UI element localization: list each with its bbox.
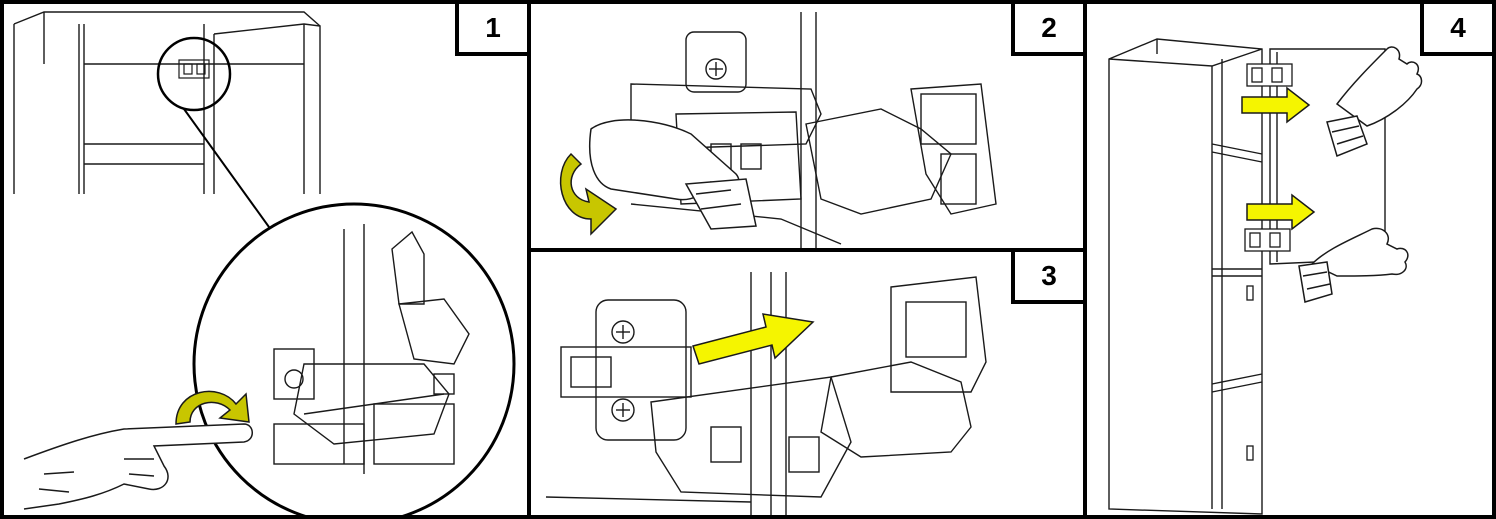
step-3-panel: 3: [527, 248, 1087, 519]
gloved-hand-icon: [590, 120, 756, 229]
straight-arrow-icon: [1247, 195, 1314, 229]
cabinet-icon: [1109, 39, 1262, 514]
step-1-panel: 1: [0, 0, 531, 519]
step-4-illustration: [1087, 4, 1496, 519]
step-3-illustration: [531, 252, 1087, 519]
step-1-illustration: [4, 4, 531, 519]
detail-callout-small: [158, 38, 230, 110]
hinge-icon: [546, 272, 986, 517]
hinge-icon: [1245, 64, 1292, 460]
pointing-hand-icon: [24, 424, 252, 509]
hinge-icon: [631, 12, 996, 249]
step-2-illustration: [531, 4, 1087, 252]
cabinet-icon: [14, 12, 320, 194]
step-2-panel: 2: [527, 0, 1087, 252]
straight-arrow-icon: [1242, 88, 1309, 122]
step-4-panel: 4: [1083, 0, 1496, 519]
straight-arrow-icon: [693, 314, 813, 364]
gloved-hand-icon: [1299, 47, 1422, 302]
detail-callout-large: [194, 204, 514, 519]
